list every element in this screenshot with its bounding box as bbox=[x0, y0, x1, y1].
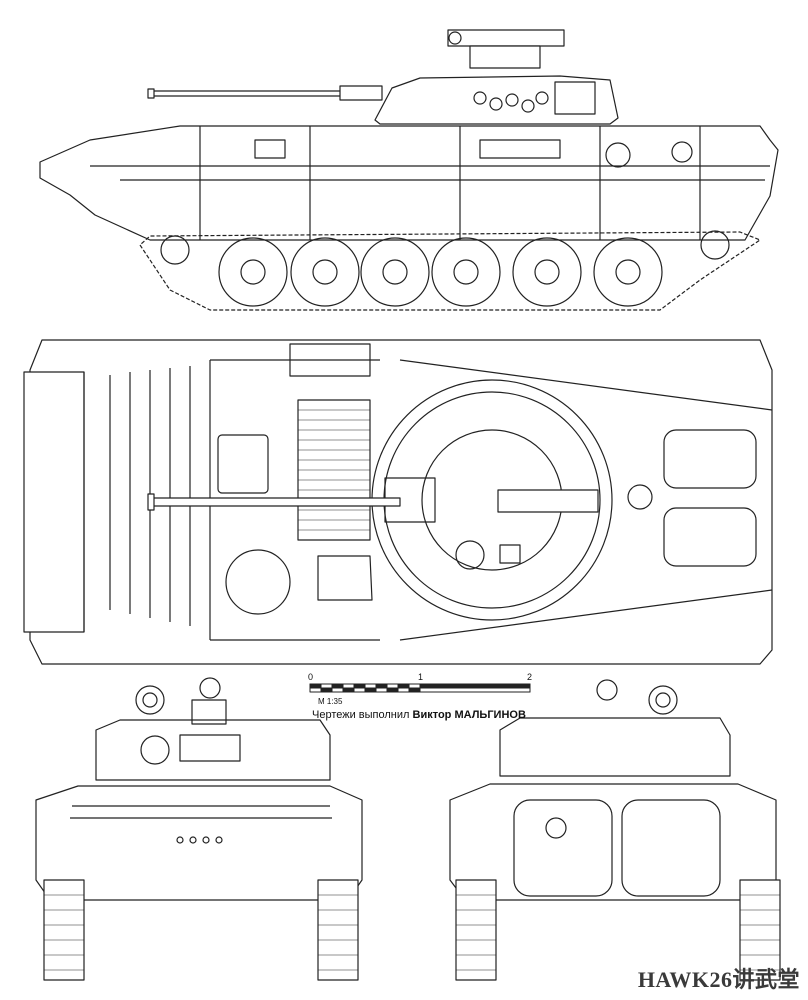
scale-tick-label: 1 bbox=[418, 672, 424, 682]
rear-track-right bbox=[739, 879, 781, 981]
top-view bbox=[23, 339, 773, 665]
rear-door-left bbox=[513, 799, 613, 897]
front-hull bbox=[35, 785, 363, 901]
credit-prefix: Чертежи выполнил bbox=[312, 709, 410, 721]
top-trim-vane bbox=[23, 371, 85, 633]
top-rear-hatch-right bbox=[663, 507, 757, 567]
front-view bbox=[35, 677, 363, 981]
drawing-credit: Чертежи выполнил Виктор МАЛЬГИНОВ bbox=[312, 709, 526, 721]
rear-turret bbox=[499, 717, 731, 777]
top-rear-hatch-left bbox=[663, 429, 757, 489]
front-headlights bbox=[176, 836, 223, 844]
top-driver-hatch bbox=[225, 549, 291, 615]
top-cannon bbox=[149, 497, 401, 507]
credit-author: Виктор МАЛЬГИНОВ bbox=[412, 709, 526, 721]
side-track bbox=[139, 231, 761, 311]
scale-bar bbox=[309, 683, 531, 693]
side-smoke-launchers bbox=[473, 91, 549, 113]
side-view bbox=[39, 29, 779, 311]
side-hull bbox=[39, 125, 779, 241]
rear-track-left bbox=[455, 879, 497, 981]
front-track-right bbox=[317, 879, 359, 981]
side-cannon bbox=[147, 85, 383, 101]
scale-tick-label: 2 bbox=[527, 672, 533, 682]
side-atgm-launcher bbox=[447, 29, 596, 115]
scale-ratio: M 1:35 bbox=[318, 697, 343, 706]
watermark: HAWK26讲武堂 bbox=[637, 967, 800, 992]
scale-tick-label: 0 bbox=[308, 672, 314, 682]
side-road-wheels bbox=[160, 230, 730, 307]
rear-hull bbox=[449, 783, 777, 901]
rear-view bbox=[449, 679, 781, 981]
front-turret bbox=[95, 719, 331, 781]
front-track-left bbox=[43, 879, 85, 981]
rear-door-right bbox=[621, 799, 721, 897]
